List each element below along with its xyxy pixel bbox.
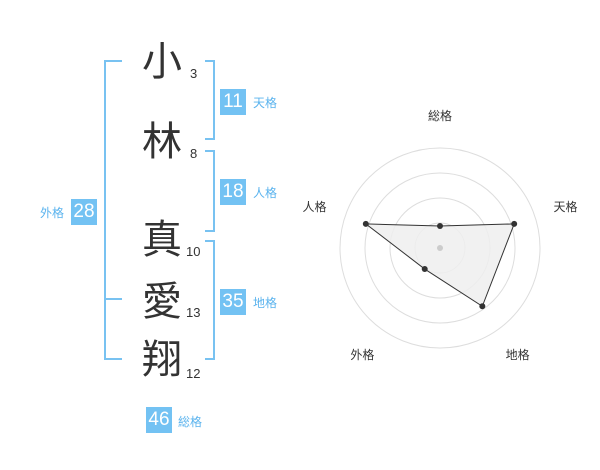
name-char-2: 林	[142, 119, 182, 165]
tenkaku-value: 11	[220, 89, 246, 115]
jinkaku-label: 人格	[253, 186, 278, 200]
radar-point-0	[437, 223, 443, 229]
radar-axis-label-3: 外格	[350, 347, 374, 362]
name-char-1: 小	[142, 39, 182, 85]
gaikaku-label: 外格	[40, 206, 65, 220]
radar-rings	[339, 147, 541, 349]
stroke-count-5: 12	[186, 366, 201, 381]
jinkaku-bracket-top	[205, 150, 215, 152]
soukaku-label: 総格	[178, 415, 203, 429]
radar-point-1	[511, 220, 518, 227]
jinkaku-value: 18	[220, 179, 246, 205]
gaikaku-bracket	[104, 60, 106, 360]
stroke-count-1: 3	[190, 66, 198, 81]
tenkaku-bracket-bottom	[205, 138, 215, 140]
tenkaku-label: 天格	[253, 96, 278, 110]
chikaku-bracket-bottom	[205, 358, 215, 360]
gaikaku-bracket-top	[104, 60, 122, 62]
radar-axis-label-1: 天格	[554, 199, 578, 214]
radar-point-4	[362, 220, 369, 227]
radar-axis-label-2: 地格	[506, 347, 530, 362]
soukaku-value: 46	[146, 407, 172, 433]
gaikaku-value: 28	[71, 199, 97, 225]
radar-axis-label-0: 総格	[428, 108, 452, 123]
gaikaku-bracket-bottom	[104, 358, 122, 360]
name-char-3: 真	[142, 217, 182, 263]
gaikaku-bracket-mid	[104, 298, 122, 300]
chikaku-bracket	[213, 240, 215, 360]
radar-point-2	[479, 303, 486, 310]
jinkaku-bracket-bottom	[205, 230, 215, 232]
jinkaku-bracket	[213, 150, 215, 232]
stroke-count-3: 10	[186, 244, 201, 259]
stroke-count-2: 8	[190, 146, 198, 161]
tenkaku-bracket	[213, 60, 215, 140]
radar-points	[362, 220, 518, 310]
chikaku-bracket-top	[205, 240, 215, 242]
radar-ring-4	[339, 147, 541, 349]
radar-ring-3	[364, 172, 516, 324]
chikaku-value: 35	[220, 289, 246, 315]
name-char-5: 翔	[142, 337, 182, 383]
name-char-4: 愛	[142, 279, 182, 325]
radar-axis-label-4: 人格	[302, 199, 326, 214]
chikaku-label: 地格	[253, 296, 278, 310]
tenkaku-bracket-top	[205, 60, 215, 62]
stroke-count-4: 13	[186, 305, 201, 320]
radar-center-dot	[437, 245, 443, 251]
radar-polygon	[364, 223, 515, 308]
radar-point-3	[421, 266, 428, 273]
